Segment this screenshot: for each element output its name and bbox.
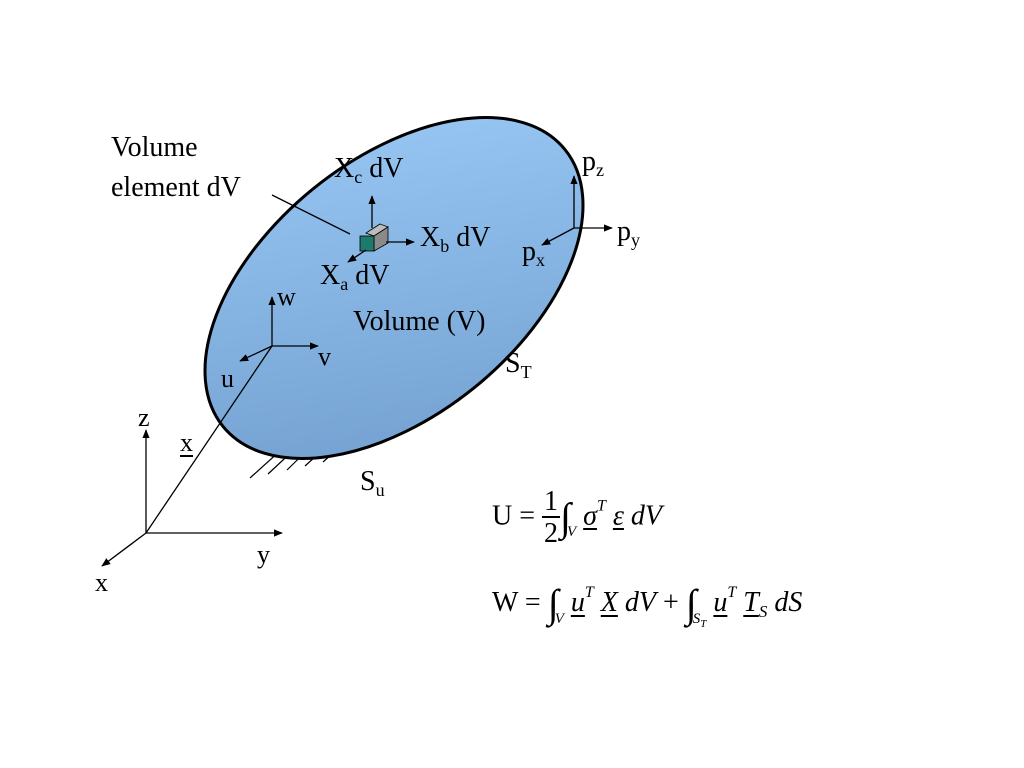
- body-force-arrows: [271, 194, 415, 263]
- volume-label: Volume (V): [353, 306, 486, 337]
- global-axis-x-label: x: [95, 568, 108, 597]
- strain-energy-equation: U = 1 2 ∫V σT ε dV: [492, 486, 663, 549]
- surface-su-label: Su: [360, 466, 385, 500]
- work-potential-equation: W = ∫V uT X dV + ∫ST uT TS dS: [492, 581, 803, 630]
- local-axis-w-label: w: [277, 282, 296, 311]
- body-ellipse: [203, 116, 585, 460]
- body-force-xa-label: Xa dV: [320, 260, 390, 294]
- global-axes: [101, 345, 283, 567]
- body-force-xb-label: Xb dV: [420, 222, 491, 256]
- volume-element-leader: [271, 194, 351, 235]
- position-vector: [145, 345, 273, 534]
- local-axes: [239, 296, 319, 362]
- surface-st-label: ST: [505, 348, 532, 382]
- volume-element-cube: [359, 223, 389, 252]
- half-fraction: 1 2: [542, 486, 561, 549]
- traction-pz-label: pz: [582, 146, 604, 180]
- global-axis-z-label: z: [138, 403, 150, 432]
- traction-px-label: px: [522, 236, 545, 270]
- position-vector-label: x: [180, 428, 193, 457]
- global-axis-y-label: y: [257, 540, 270, 569]
- volume-element-label: Volume: [111, 132, 198, 163]
- local-axis-v-label: v: [318, 342, 331, 371]
- traction-py-label: py: [617, 216, 640, 250]
- volume-element-label-line2: element dV: [111, 172, 241, 203]
- body-force-xc-label: Xc dV: [334, 153, 404, 187]
- surface-traction-arrows: [541, 175, 613, 246]
- local-axis-u-label: u: [221, 364, 234, 393]
